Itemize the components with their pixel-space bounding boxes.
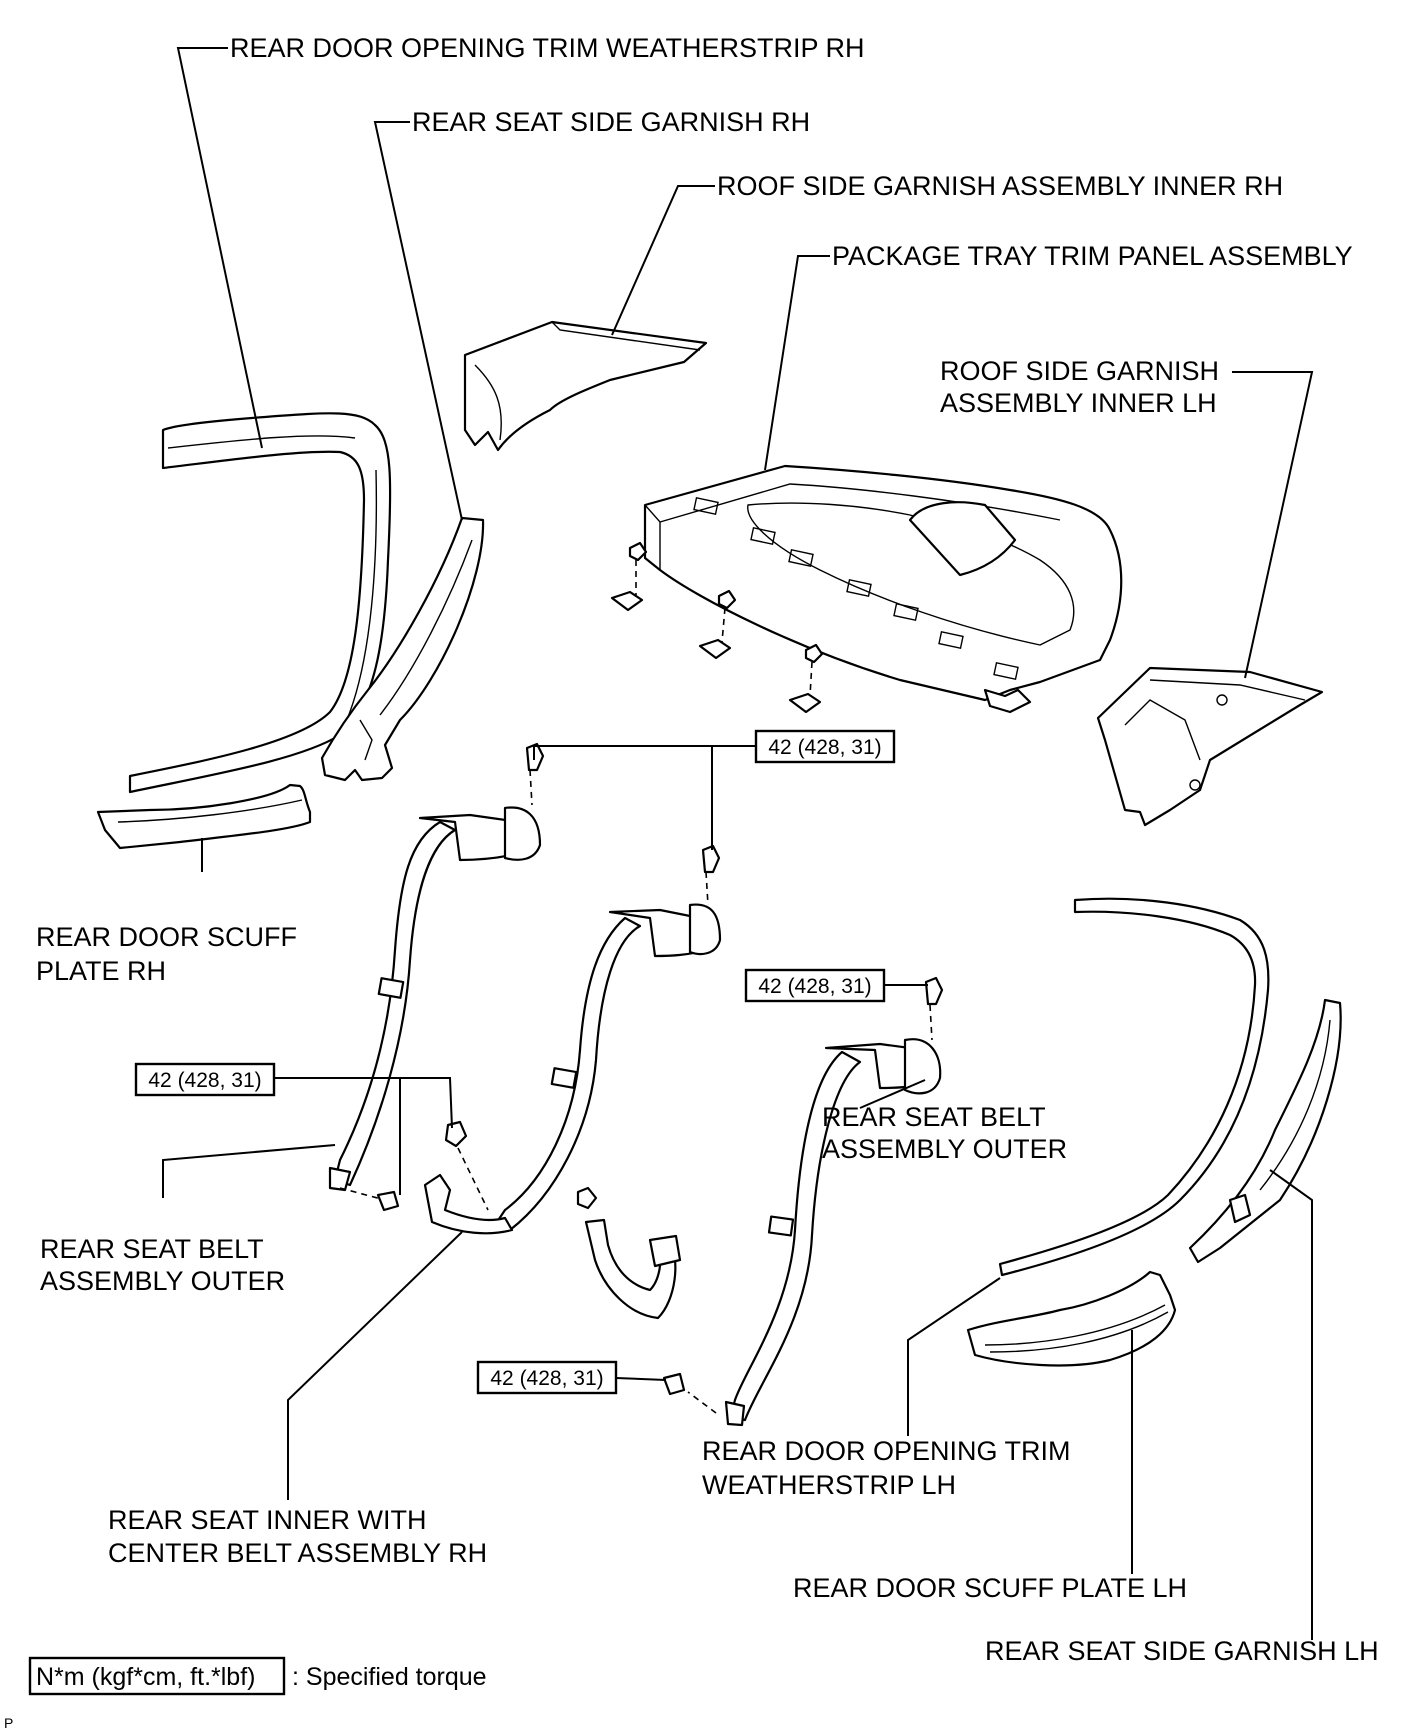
svg-text:42 (428, 31): 42 (428, 31) xyxy=(490,1367,603,1390)
label-package-tray-trim-panel: PACKAGE TRAY TRIM PANEL ASSEMBLY xyxy=(832,241,1353,271)
rear-seat-belt-center-part xyxy=(423,844,722,1235)
package-tray-trim-panel-part xyxy=(643,464,1123,714)
label-rear-seat-side-garnish-lh: REAR SEAT SIDE GARNISH LH xyxy=(985,1636,1379,1666)
torque-spec-right: 42 (428, 31) xyxy=(744,968,886,1003)
rear-door-scuff-plate-lh-part xyxy=(966,1270,1177,1367)
label-rear-door-scuff-plate-rh-line1: REAR DOOR SCUFF xyxy=(36,922,297,952)
label-rear-seat-inner-center-belt-line1: REAR SEAT INNER WITH xyxy=(108,1505,427,1535)
footer-code: P xyxy=(4,1715,13,1731)
svg-text:42 (428, 31): 42 (428, 31) xyxy=(148,1069,261,1092)
label-rear-door-scuff-plate-lh: REAR DOOR SCUFF PLATE LH xyxy=(793,1573,1187,1603)
label-roof-side-garnish-inner-rh: ROOF SIDE GARNISH ASSEMBLY INNER RH xyxy=(717,171,1283,201)
svg-text:42 (428, 31): 42 (428, 31) xyxy=(758,975,871,998)
label-rear-seat-belt-outer-left-line2: ASSEMBLY OUTER xyxy=(40,1266,285,1296)
rear-seat-belt-outer-lh-part xyxy=(662,976,944,1427)
torque-legend: N*m (kgf*cm, ft.*lbf) : Specified torque xyxy=(28,1656,487,1696)
torque-spec-top: 42 (428, 31) xyxy=(754,729,896,764)
roof-side-garnish-inner-rh-part xyxy=(463,320,708,452)
label-roof-side-garnish-inner-lh-line2: ASSEMBLY INNER LH xyxy=(940,388,1217,418)
tray-clips xyxy=(610,541,824,714)
label-rear-door-opening-trim-weatherstrip-rh: REAR DOOR OPENING TRIM WEATHERSTRIP RH xyxy=(230,33,865,63)
roof-side-garnish-inner-lh-part xyxy=(1096,666,1324,827)
center-buckle-part xyxy=(576,1186,682,1320)
label-rear-seat-belt-outer-right-line1: REAR SEAT BELT xyxy=(822,1102,1046,1132)
label-rear-door-scuff-plate-rh-line2: PLATE RH xyxy=(36,956,166,986)
label-roof-side-garnish-inner-lh-line1: ROOF SIDE GARNISH xyxy=(940,356,1219,386)
torque-spec-bottom: 42 (428, 31) xyxy=(476,1360,618,1395)
torque-spec-left: 42 (428, 31) xyxy=(134,1062,276,1097)
label-rear-door-opening-trim-weatherstrip-lh-line2: WEATHERSTRIP LH xyxy=(702,1470,956,1500)
label-rear-door-opening-trim-weatherstrip-lh-line1: REAR DOOR OPENING TRIM xyxy=(702,1436,1071,1466)
leader-lines xyxy=(162,47,1314,1640)
legend-description: : Specified torque xyxy=(292,1663,487,1691)
legend-unit-box: N*m (kgf*cm, ft.*lbf) xyxy=(36,1663,255,1691)
rear-seat-belt-outer-rh-part xyxy=(328,742,545,1212)
label-rear-seat-side-garnish-rh: REAR SEAT SIDE GARNISH RH xyxy=(412,107,810,137)
svg-text:42 (428, 31): 42 (428, 31) xyxy=(768,736,881,759)
label-rear-seat-belt-outer-left-line1: REAR SEAT BELT xyxy=(40,1234,264,1264)
weatherstrip-lh-part xyxy=(998,897,1270,1277)
rear-seat-side-garnish-rh-part xyxy=(320,516,485,782)
rear-seat-side-garnish-lh-part xyxy=(1188,998,1342,1264)
label-rear-seat-inner-center-belt-line2: CENTER BELT ASSEMBLY RH xyxy=(108,1538,487,1568)
label-rear-seat-belt-outer-right-line2: ASSEMBLY OUTER xyxy=(822,1134,1067,1164)
rear-door-scuff-plate-rh-part xyxy=(96,783,312,850)
